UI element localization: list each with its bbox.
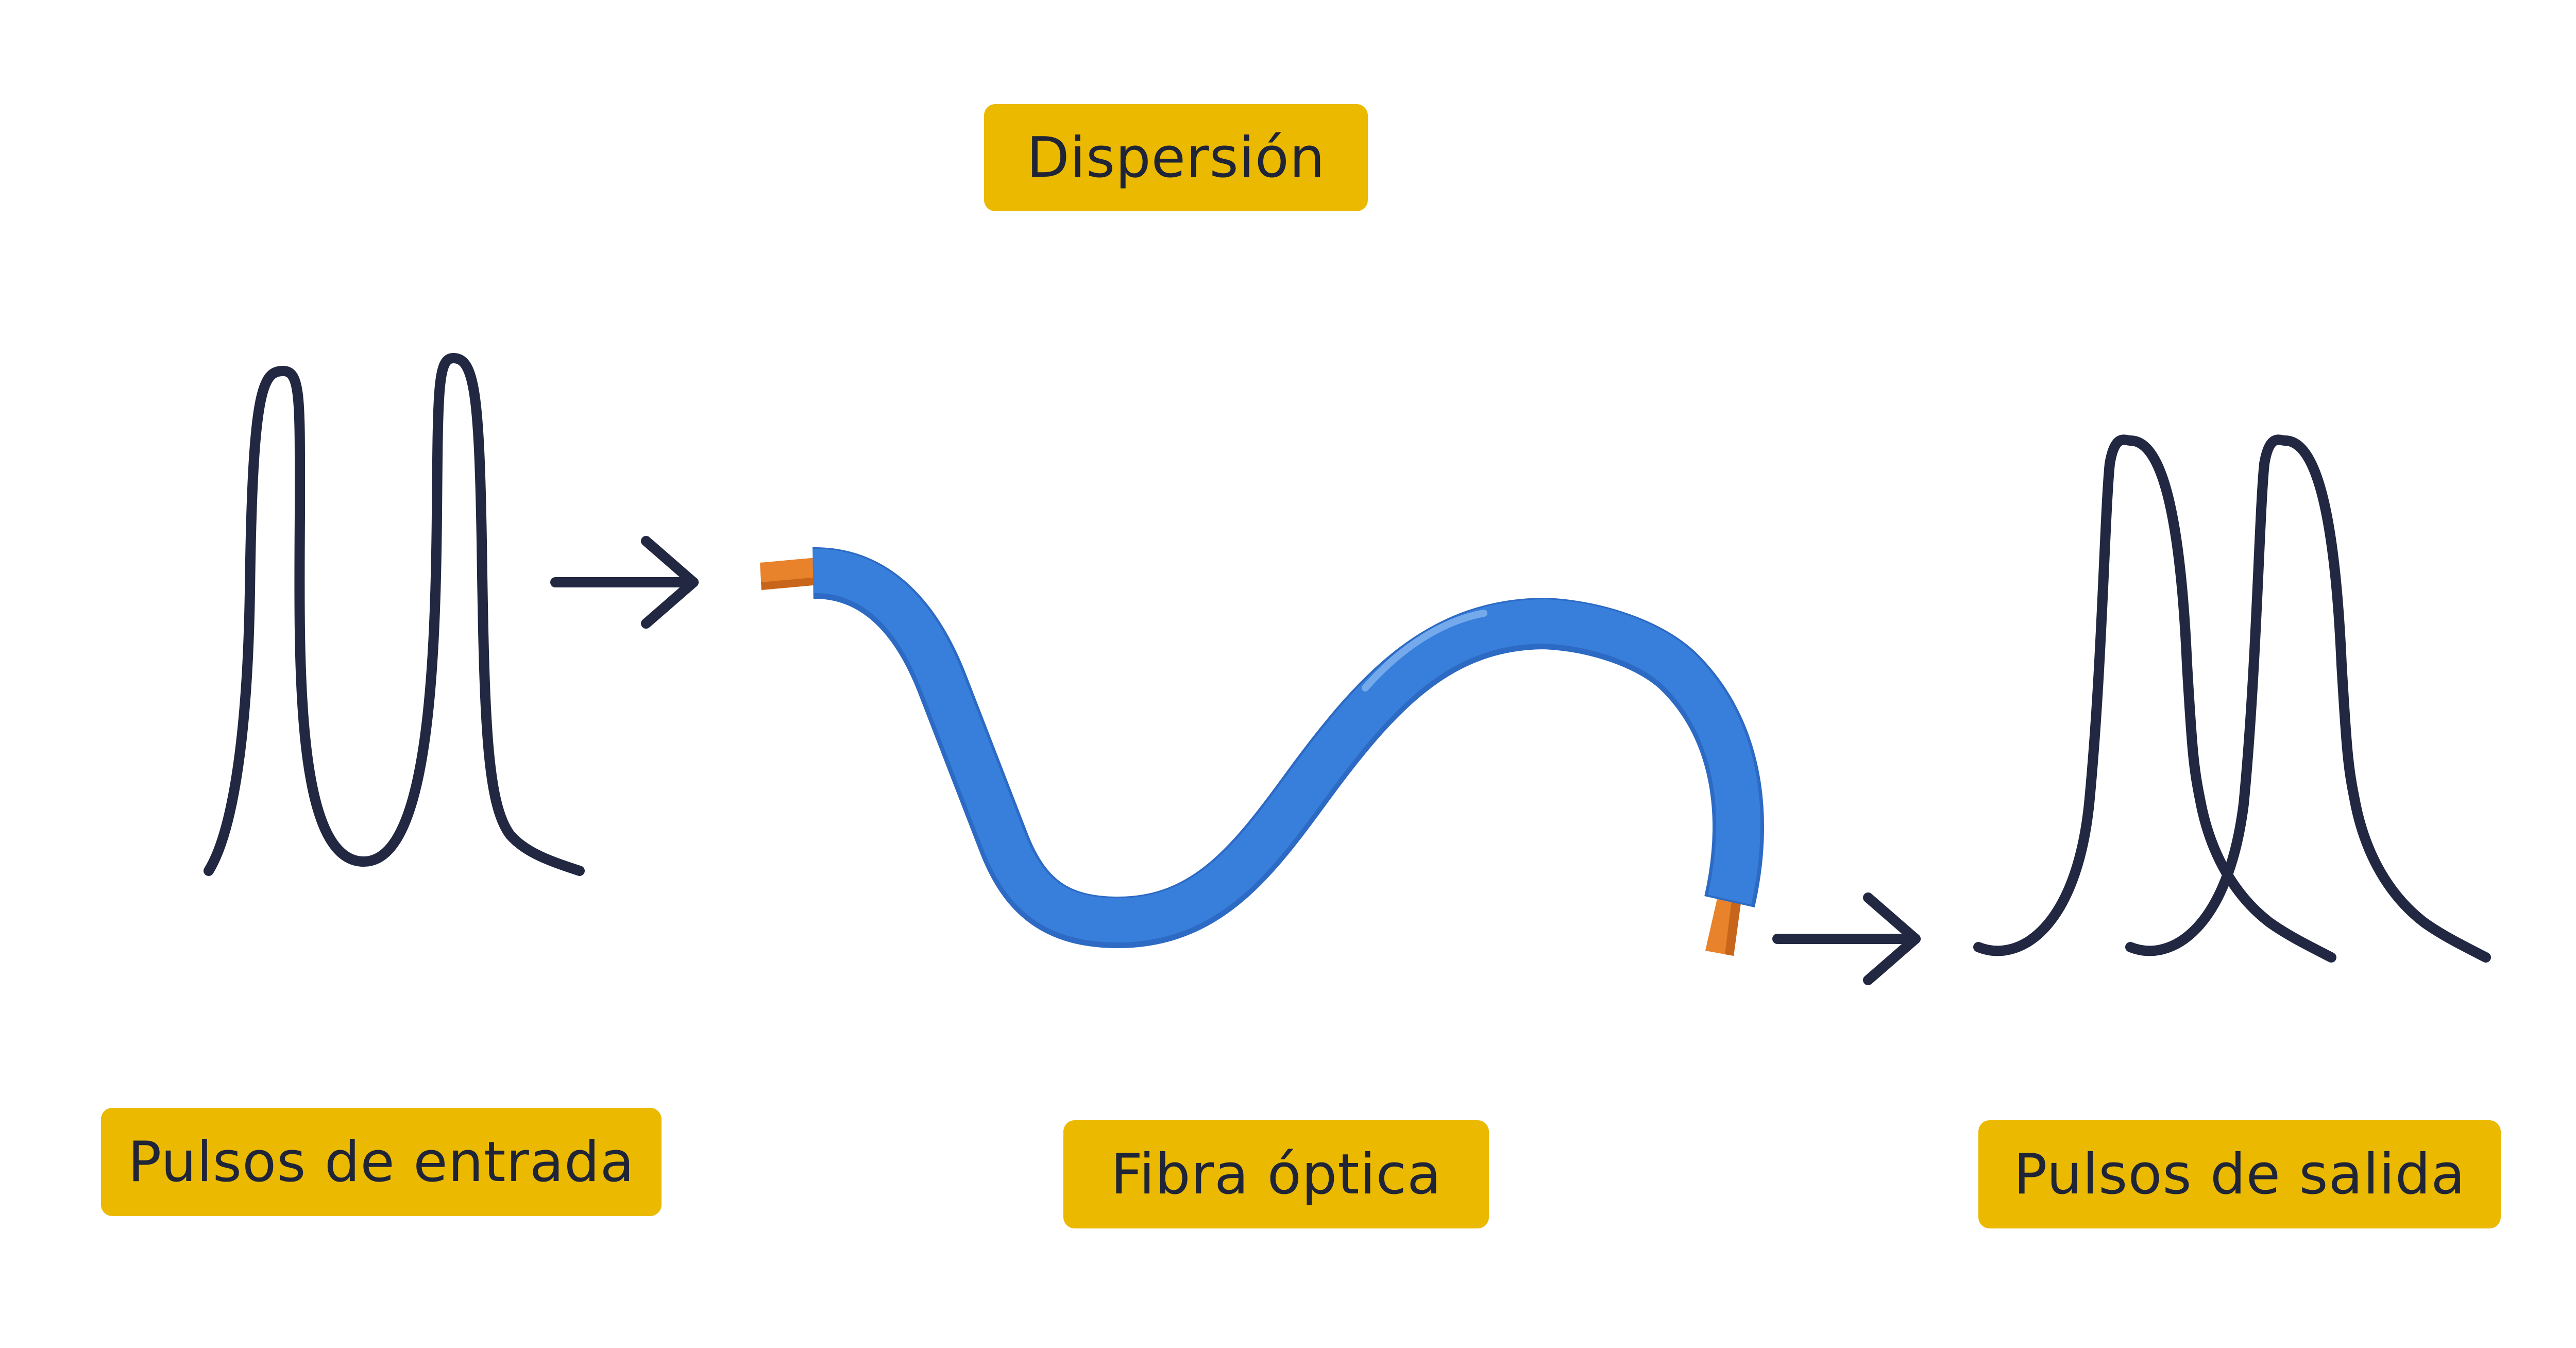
fiber-label-text: Fibra óptica	[1110, 1142, 1442, 1207]
output-pulse-2	[2125, 434, 2491, 963]
dispersion-label: Dispersión	[984, 104, 1368, 211]
arrow-right-icon-2	[1772, 892, 1921, 985]
dispersion-label-text: Dispersión	[1026, 125, 1326, 190]
arrow-right-icon	[550, 536, 699, 629]
input-pulses-label: Pulsos de entrada	[101, 1108, 662, 1216]
output-pulse-1	[1973, 434, 2336, 963]
output-pulses-label-text: Pulsos de salida	[2013, 1142, 2466, 1207]
input-pulses-waveform	[204, 353, 585, 876]
fiber-label: Fibra óptica	[1063, 1120, 1489, 1228]
fiber-cable-highlight	[1362, 610, 1487, 692]
input-pulses-label-text: Pulsos de entrada	[128, 1130, 635, 1194]
fiber-core-left-shade	[761, 577, 818, 590]
fiber-cable	[812, 548, 1761, 942]
output-pulses-label: Pulsos de salida	[1978, 1120, 2501, 1228]
fiber-core-right-shade	[1725, 897, 1741, 956]
